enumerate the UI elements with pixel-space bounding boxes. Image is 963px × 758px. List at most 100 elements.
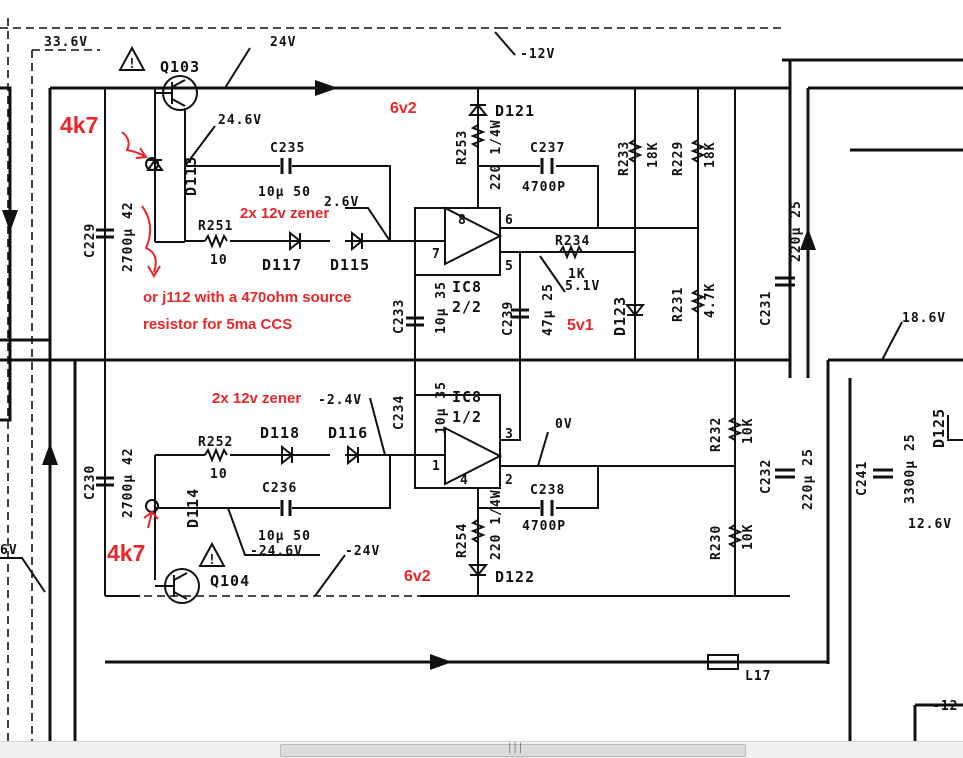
label-r229: R229	[671, 141, 686, 176]
label-c237-val: 4700P	[522, 180, 566, 195]
d114-node	[145, 499, 159, 513]
warning-icon-q103	[118, 45, 146, 71]
label-d117: D117	[262, 256, 302, 274]
c229-symbol	[96, 228, 114, 239]
label-c230: C230	[83, 465, 98, 500]
horizontal-scrollbar[interactable]: │││	[0, 741, 963, 758]
label-c229: C229	[83, 223, 98, 258]
d115-symbol	[345, 230, 390, 252]
leader-0v	[537, 431, 549, 467]
label-q103: Q103	[160, 58, 200, 76]
label-pin6: 6	[505, 213, 514, 228]
label-pin2: 2	[505, 473, 514, 488]
annotation-j112-line1: or j112 with a 470ohm source	[143, 289, 351, 306]
label-r253: R253	[455, 130, 470, 165]
d116-symbol	[345, 444, 390, 466]
label-pin7: 7	[432, 247, 441, 262]
label-c231: C231	[759, 291, 774, 326]
leader-m2-4v	[369, 397, 386, 456]
label-c232-val: 220µ 25	[801, 448, 816, 510]
label-r231: R231	[671, 287, 686, 322]
c230-symbol	[96, 476, 114, 487]
label-c239: C239	[501, 301, 516, 336]
label-pin4: 4	[460, 473, 469, 488]
c235-wiring	[185, 165, 391, 241]
r232-symbol	[727, 417, 743, 441]
label-m12-bottom: -12	[932, 699, 958, 714]
d113-node	[145, 157, 159, 171]
r252-symbol	[204, 447, 228, 463]
leader-24v	[224, 47, 251, 89]
q103-wiring	[104, 88, 186, 360]
label-pin1: 1	[432, 459, 441, 474]
label-d122: D122	[495, 568, 535, 586]
label-12-6v: 12.6V	[908, 517, 952, 532]
r230-symbol	[727, 524, 743, 548]
label-pin5: 5	[505, 259, 514, 274]
leader-m24v	[314, 554, 346, 597]
label-d115: D115	[330, 256, 370, 274]
label-c236-val: 10µ 50	[258, 529, 311, 544]
annotation-5v1: 5v1	[567, 317, 594, 334]
label-d123: D123	[611, 296, 629, 336]
leader-m12v	[494, 31, 516, 56]
c237-wiring	[478, 165, 599, 228]
label-ic8a: IC8	[452, 278, 482, 296]
label-c235: C235	[270, 141, 305, 156]
annotation-6v2-bottom: 6v2	[404, 568, 431, 585]
label-r232: R232	[709, 417, 724, 452]
annotation-arrow-4k7-top	[121, 131, 148, 159]
ic8b-wiring	[390, 360, 735, 596]
label-33-6v: 33.6V	[44, 35, 88, 50]
arrow-right-bus	[800, 228, 816, 250]
q104-pins	[155, 572, 188, 600]
leader-2-6v	[345, 207, 391, 242]
label-6v-left: 6V	[0, 543, 18, 558]
c238-wiring	[478, 466, 599, 509]
label-r253-val: 220 1/4W	[489, 119, 504, 190]
left-feed-stub	[0, 86, 12, 422]
scrollbar-thumb[interactable]: │││	[280, 744, 746, 757]
label-c241: C241	[855, 461, 870, 496]
label-c238: C238	[530, 483, 565, 498]
right-bus-1	[782, 58, 963, 378]
warning-mark-q103: !	[128, 57, 137, 72]
annotation-6v2-top: 6v2	[390, 100, 417, 117]
c241-symbol	[873, 468, 893, 479]
label-r230-val: 10K	[741, 524, 756, 550]
arrow-left-return	[42, 443, 58, 465]
c235-symbol	[280, 158, 292, 174]
label-d116: D116	[328, 424, 368, 442]
label-r234-val: 1K	[568, 267, 586, 282]
r234-symbol	[559, 244, 583, 260]
top-rail	[48, 86, 790, 741]
label-c234: C234	[392, 395, 407, 430]
leader-5-1v	[539, 255, 566, 293]
right-bus-2	[806, 86, 963, 378]
label-m24-6v: -24.6V	[250, 544, 303, 559]
annotation-arrow-ccs	[141, 205, 161, 278]
leader-m24-6v	[227, 507, 320, 556]
label-2-6v: 2.6V	[324, 195, 359, 210]
label-c229-val: 2700µ 42	[121, 201, 136, 272]
r233-symbol	[627, 139, 643, 163]
ic8b-opamp	[444, 426, 503, 486]
label-24v: 24V	[270, 35, 296, 50]
annotation-arrow-4k7-bottom	[143, 509, 159, 529]
label-d125: D125	[930, 408, 948, 448]
label-c238-val: 4700P	[522, 519, 566, 534]
label-r252: R252	[198, 435, 233, 450]
bottom-right-box	[913, 703, 963, 741]
ic8a-box	[414, 207, 501, 276]
annotation-zener-top: 2x 12v zener	[240, 205, 329, 222]
label-r231-val: 4.7K	[703, 283, 718, 318]
c233-symbol	[406, 316, 424, 327]
label-pin8: 8	[458, 213, 467, 228]
annotation-4k7-bottom: 4k7	[107, 540, 145, 566]
label-c237: C237	[530, 141, 565, 156]
r231-symbol	[690, 289, 706, 313]
label-r251: R251	[198, 219, 233, 234]
label-d113: D113	[182, 156, 200, 196]
annotation-j112-line2: resistor for 5ma CCS	[143, 316, 292, 333]
